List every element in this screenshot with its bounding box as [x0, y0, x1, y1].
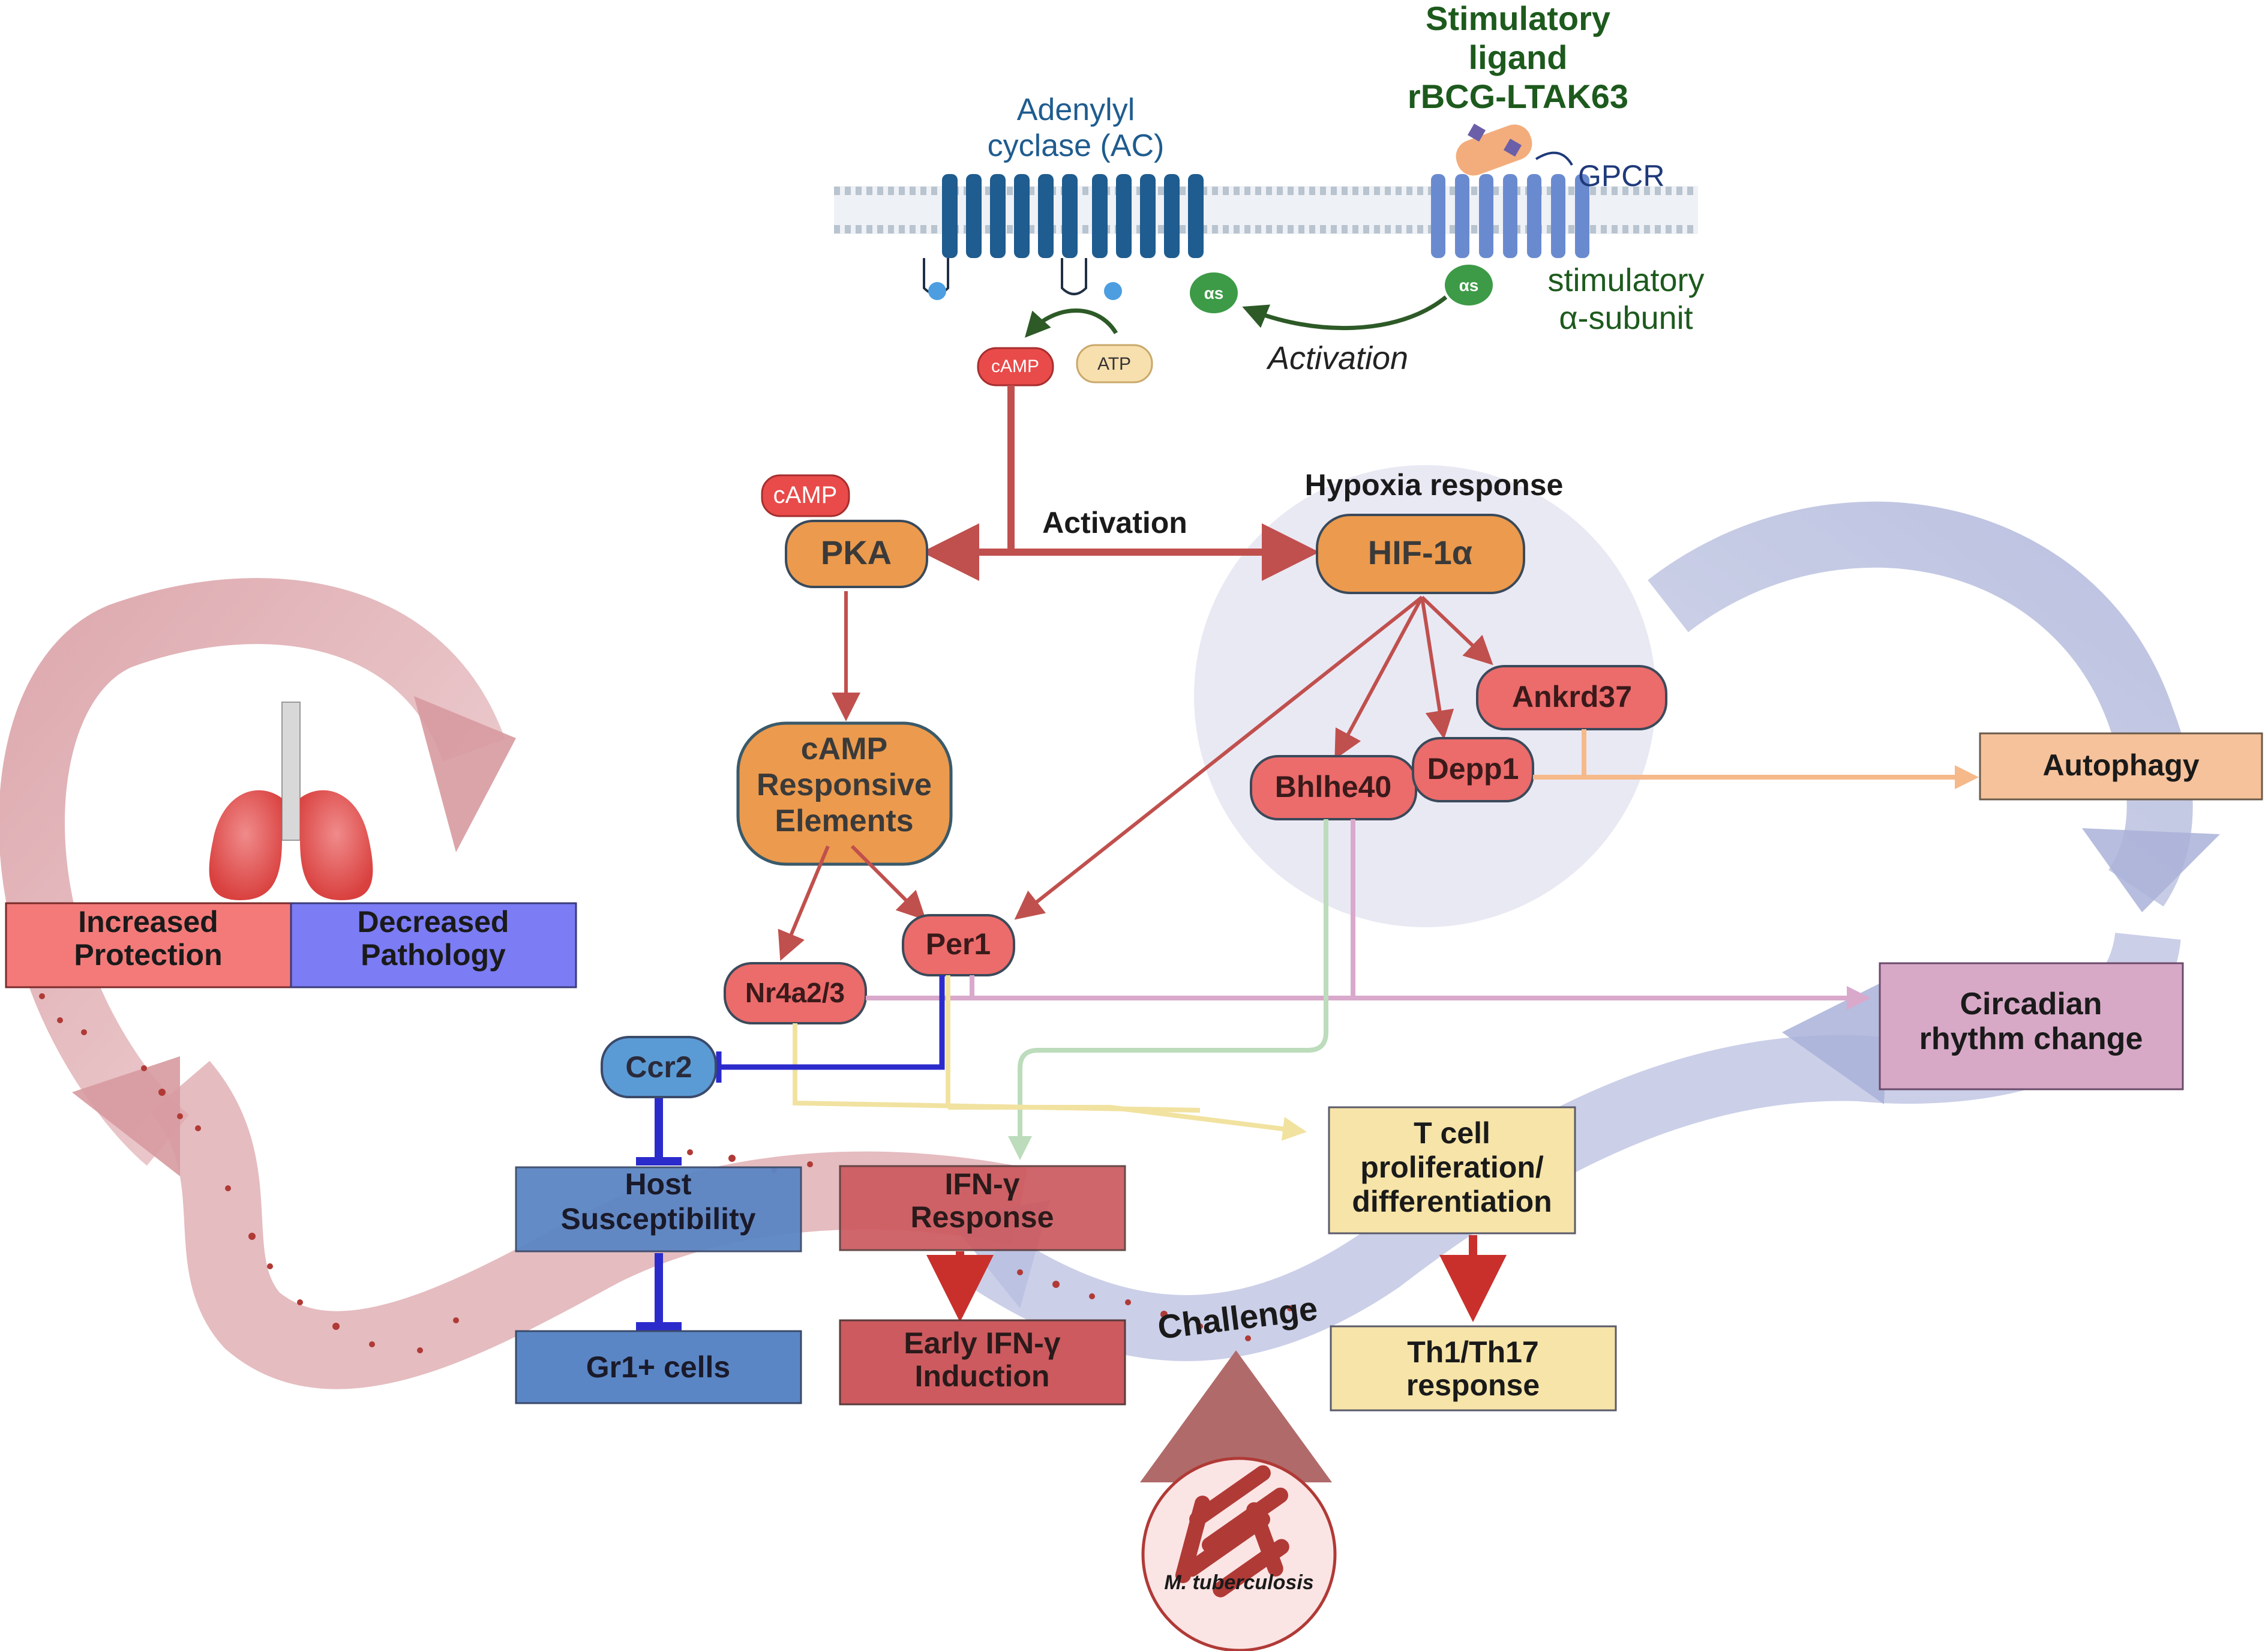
decreased-pathology-line1: Decreased: [358, 905, 509, 939]
adenylyl-cyclase-protein: [923, 174, 1204, 300]
autophagy-box: [1979, 732, 2263, 801]
circadian-label-line2: rhythm change: [1919, 1021, 2143, 1056]
ifn-response-line1: IFN-γ: [945, 1167, 1020, 1201]
adenylyl-cyclase-label-line2: cyclase (AC): [988, 128, 1165, 163]
circadian-box: [1879, 962, 2184, 1090]
gr1-cells-box: [515, 1330, 802, 1404]
early-ifn-box: [839, 1319, 1126, 1406]
hif-to-per1-arrow: [1014, 595, 1423, 920]
lungs-icon: [209, 702, 373, 900]
ankrd37-label: Ankrd37: [1512, 680, 1632, 714]
depp1-label: Depp1: [1427, 752, 1519, 786]
cre-label-line3: Elements: [775, 804, 913, 838]
per1-label: Per1: [926, 927, 991, 961]
challenge-pointer: [1140, 1350, 1332, 1482]
gpcr-protein: [1431, 151, 1589, 258]
per1-inhibits-ccr2: [719, 975, 945, 1070]
bhlhe40-to-ifn-arrow: [1008, 819, 1328, 1160]
autophagy-label: Autophagy: [2042, 748, 2199, 782]
nr4a23-label: Nr4a2/3: [745, 977, 845, 1008]
camp-molecule-label: cAMP: [991, 356, 1039, 376]
stimulatory-subunit-line2: α-subunit: [1559, 300, 1693, 336]
cre-label-line2: Responsive: [757, 768, 932, 802]
atp-molecule-node: [1076, 344, 1153, 383]
increased-protection-box: [5, 902, 292, 988]
tcell-box: [1328, 1106, 1576, 1234]
mtb-label: M. tuberculosis: [1164, 1571, 1313, 1594]
increased-protection-line1: Increased: [78, 905, 218, 939]
gpcr-label: GPCR: [1578, 159, 1664, 193]
decreased-pathology-box: [290, 902, 577, 988]
decreased-pathology-line2: Pathology: [361, 938, 506, 972]
activation-arrow-top: [1242, 295, 1448, 331]
ligand-title-line3: rBCG-LTAK63: [1408, 77, 1628, 115]
cre-label-line1: cAMP: [801, 732, 887, 766]
mtb-bacteria-icon: [1175, 1465, 1289, 1598]
tcell-yellow-arrow: [948, 1105, 1307, 1141]
host-label-line2: Susceptibility: [560, 1202, 755, 1236]
increased-protection-line2: Protection: [74, 938, 222, 972]
hif-to-ankrd37-arrow: [1420, 595, 1493, 666]
atp-molecule-label: ATP: [1097, 354, 1131, 374]
camp-molecule-node: [977, 347, 1054, 386]
cre-to-per1-arrow: [850, 844, 926, 921]
cre-node: [736, 721, 953, 866]
alpha-s-label-ac: αs: [1204, 284, 1224, 302]
mtb-circle: [1141, 1457, 1337, 1651]
per1-node: [902, 914, 1015, 976]
pka-label: PKA: [821, 534, 892, 571]
activation-label-mid: Activation: [1042, 506, 1187, 540]
hif-1a-node: [1316, 514, 1525, 594]
ligand-title-line1: Stimulatory: [1426, 0, 1610, 37]
th-label-line1: Th1/Th17: [1407, 1335, 1538, 1369]
ccr2-node: [601, 1036, 717, 1098]
alpha-s-subunit-gpcr: [1445, 265, 1493, 305]
early-ifn-line1: Early IFN-γ: [904, 1326, 1060, 1360]
tcell-label-line3: differentiation: [1352, 1185, 1552, 1218]
cre-to-nr4a-arrow: [778, 845, 830, 961]
camp-small-node: [761, 474, 850, 517]
atp-to-camp-arrow: [1024, 308, 1118, 338]
hif-to-depp1-arrow: [1420, 597, 1454, 739]
adenylyl-cyclase-label-line1: Adenylyl: [1017, 92, 1135, 127]
ligand-rbcg-icon: [1456, 123, 1532, 176]
bhlhe40-label: Bhlhe40: [1275, 770, 1392, 804]
th-label-line2: response: [1406, 1368, 1540, 1402]
gr1-cells-label: Gr1+ cells: [586, 1350, 730, 1384]
hif-1a-label: HIF-1α: [1368, 534, 1472, 571]
host-susceptibility-box: [515, 1166, 802, 1253]
alpha-s-subunit-ac: [1190, 272, 1238, 313]
circadian-label-line1: Circadian: [1960, 987, 2102, 1021]
tcell-label-line1: T cell: [1414, 1116, 1490, 1150]
alpha-s-label-gpcr: αs: [1459, 276, 1479, 295]
stimulatory-subunit-line1: stimulatory: [1547, 262, 1704, 298]
pka-node: [785, 520, 928, 588]
ligand-title-line2: ligand: [1469, 38, 1568, 76]
activation-label-top: Activation: [1266, 340, 1408, 376]
depp1-node: [1412, 737, 1534, 802]
ccr2-label: Ccr2: [625, 1050, 692, 1084]
ankrd37-node: [1476, 665, 1667, 730]
ifn-response-box: [839, 1165, 1126, 1251]
ifn-response-line2: Response: [911, 1200, 1054, 1234]
host-label-line1: Host: [625, 1167, 691, 1201]
hif-to-bhlhe40-arrow: [1334, 596, 1424, 760]
th1-th17-box: [1330, 1325, 1617, 1412]
camp-small-label: cAMP: [773, 482, 838, 508]
hypoxia-response-title: Hypoxia response: [1305, 468, 1564, 502]
cell-membrane: [834, 186, 1698, 234]
left-red-cycle-arrows: [0, 578, 1028, 1389]
tcell-label-line2: proliferation/: [1360, 1150, 1544, 1184]
early-ifn-line2: Induction: [915, 1359, 1050, 1393]
